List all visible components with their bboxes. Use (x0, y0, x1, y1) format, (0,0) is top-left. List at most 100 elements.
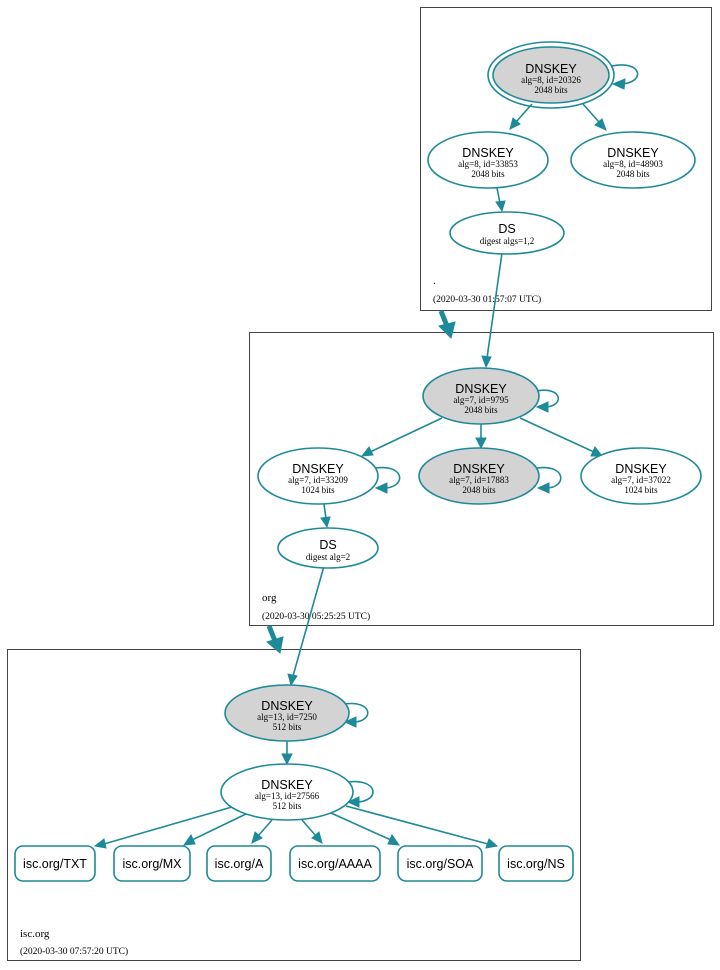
record-a: isc.org/A (206, 845, 272, 882)
delegation-arrow-org-isc (265, 625, 284, 654)
node-root-zsk2: DNSKEY alg=8, id=48903 2048 bits (570, 131, 696, 189)
edge-root-ksk-zsk2 (582, 103, 600, 123)
record-txt-label: isc.org/TXT (23, 857, 87, 871)
edge-zsk-soa (330, 812, 392, 841)
record-ns-label: isc.org/NS (507, 857, 565, 871)
edge-org-zsk1-ds (323, 503, 327, 520)
arrowhead (343, 716, 357, 728)
record-soa-label: isc.org/SOA (407, 857, 474, 871)
edge-zsk-a (257, 819, 273, 837)
edge-org-zsk1-self (375, 466, 401, 489)
arrowhead (485, 838, 499, 849)
node-root-zsk2-line2: 2048 bits (616, 169, 650, 179)
node-org-ksk-line2: 2048 bits (464, 405, 498, 415)
node-org-ksk2-title: DNSKEY (453, 462, 505, 476)
record-soa: isc.org/SOA (397, 845, 483, 882)
edge-org-ksk-zsk2 (519, 417, 595, 453)
node-root-zsk2-line1: alg=8, id=48903 (603, 159, 663, 169)
record-ns: isc.org/NS (498, 845, 574, 882)
edge-org-ksk-self (535, 389, 560, 408)
node-root-ksk: DNSKEY alg=8, id=20326 2048 bits (487, 41, 615, 109)
node-isc-ksk-line1: alg=13, id=7250 (257, 712, 317, 722)
record-mx: isc.org/MX (113, 845, 191, 882)
node-root-zsk2-title: DNSKEY (607, 146, 659, 160)
node-org-zsk1-line2: 1024 bits (301, 485, 335, 495)
node-org-ksk2: DNSKEY alg=7, id=17883 2048 bits (418, 447, 540, 505)
arrowhead (182, 833, 196, 846)
edges (93, 64, 639, 849)
edge-zsk-aaaa (301, 819, 317, 837)
node-isc-ksk-line2: 512 bits (273, 722, 302, 732)
node-root-ds: DS digest algs=1,2 (449, 211, 565, 255)
record-aaaa-label: isc.org/AAAA (298, 857, 372, 871)
arrowhead (93, 838, 107, 849)
zone-isc-name: isc.org (20, 928, 50, 940)
arrowhead (311, 831, 323, 844)
node-org-ksk: DNSKEY alg=7, id=9795 2048 bits (422, 367, 540, 425)
node-root-ksk-title: DNSKEY (525, 62, 577, 76)
zone-isc-timestamp: (2020-03-30 07:57:20 UTC) (20, 946, 128, 957)
node-isc-zsk-line1: alg=13, id=27566 (255, 791, 320, 801)
node-isc-ksk-title: DNSKEY (261, 699, 313, 713)
node-org-ksk-title: DNSKEY (455, 382, 507, 396)
zone-isc-box (7, 649, 581, 961)
edge-root-zsk1-ds (496, 187, 501, 204)
record-mx-label: isc.org/MX (122, 857, 182, 871)
node-org-ds-line1: digest alg=2 (306, 552, 350, 562)
edge-isc-zsk-self (346, 780, 374, 803)
arrowhead (387, 833, 401, 846)
record-aaaa: isc.org/AAAA (289, 845, 381, 882)
node-isc-zsk-title: DNSKEY (261, 778, 313, 792)
arrowhead (594, 118, 607, 131)
record-a-label: isc.org/A (215, 857, 264, 871)
zone-org-name: org (262, 592, 277, 604)
node-root-zsk1: DNSKEY alg=8, id=33853 2048 bits (427, 131, 549, 189)
node-org-zsk1-title: DNSKEY (292, 462, 344, 476)
arrowhead (320, 516, 331, 529)
node-org-zsk2-line1: alg=7, id=37022 (611, 475, 671, 485)
edge-org-ksk-zsk1 (369, 417, 443, 453)
node-org-zsk2: DNSKEY alg=7, id=37022 1024 bits (580, 447, 702, 505)
node-root-ksk-line2: 2048 bits (534, 85, 568, 95)
edge-root-ksk-self (611, 64, 639, 85)
arrowhead (535, 401, 549, 413)
arrowhead (475, 437, 487, 450)
arrowhead (251, 831, 263, 844)
node-isc-zsk-line2: 512 bits (273, 801, 302, 811)
node-isc-ksk: DNSKEY alg=13, id=7250 512 bits (224, 684, 350, 742)
node-org-zsk2-line2: 1024 bits (624, 485, 658, 495)
node-root-zsk1-line1: alg=8, id=33853 (458, 159, 518, 169)
arrowhead (287, 673, 298, 687)
node-isc-zsk: DNSKEY alg=13, id=27566 512 bits (220, 763, 354, 821)
edge-root-ksk-zsk1 (515, 103, 533, 123)
edge-zsk-mx (191, 812, 249, 841)
zone-org-timestamp: (2020-03-30 05:25:25 UTC) (262, 611, 370, 622)
arrowhead (509, 117, 521, 130)
zone-root-name: . (433, 275, 436, 287)
zone-root-timestamp: (2020-03-30 01:57:07 UTC) (433, 294, 541, 305)
arrowhead (611, 78, 626, 90)
record-txt: isc.org/TXT (14, 845, 96, 882)
edge-org-ksk2-self (536, 466, 562, 489)
node-org-ds-title: DS (319, 538, 336, 552)
arrowhead (281, 753, 293, 766)
arrowhead (590, 446, 604, 457)
node-root-zsk1-line2: 2048 bits (471, 169, 505, 179)
node-org-ksk-line1: alg=7, id=9795 (453, 395, 509, 405)
node-org-zsk1: DNSKEY alg=7, id=33209 1024 bits (257, 447, 379, 505)
zone-org-box (249, 332, 714, 626)
edge-org-ds-isc-ksk (292, 565, 325, 677)
arrowhead (360, 446, 374, 457)
edge-zsk-ns (345, 805, 489, 845)
arrowhead (346, 796, 360, 808)
arrowhead (374, 482, 388, 494)
arrowhead (481, 355, 492, 369)
arrowhead (495, 200, 506, 213)
node-org-ksk2-line1: alg=7, id=17883 (449, 475, 509, 485)
zone-root-box (420, 7, 712, 311)
node-root-ksk-line1: alg=8, id=20326 (521, 75, 581, 85)
edge-zsk-txt (103, 806, 233, 845)
node-root-zsk1-title: DNSKEY (462, 146, 514, 160)
arrowhead (536, 482, 550, 494)
